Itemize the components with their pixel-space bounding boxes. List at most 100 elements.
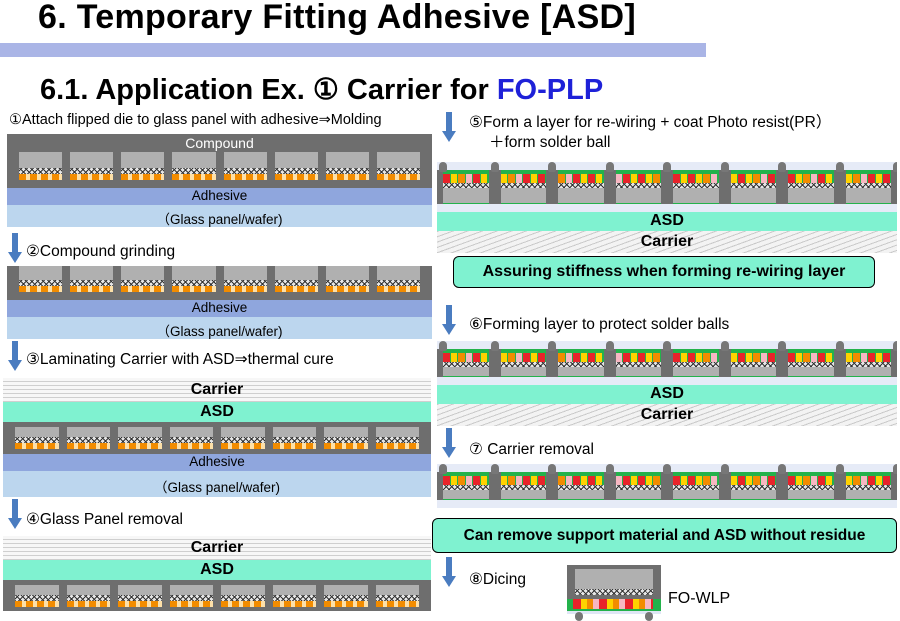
bump-array	[324, 437, 368, 443]
wiring-cell	[450, 353, 458, 362]
compound-gap	[718, 472, 731, 500]
pad-row	[15, 443, 59, 449]
compound-gap	[437, 472, 443, 500]
wiring-cell	[500, 476, 508, 485]
wiring-cell	[500, 174, 508, 183]
wiring-cell	[768, 353, 775, 362]
wiring-cell	[738, 174, 745, 183]
wiring-cell	[580, 353, 588, 362]
wiring-cell	[515, 353, 523, 362]
bump-array	[730, 362, 776, 367]
carrier-layer: Carrier	[3, 378, 431, 402]
wiring-cell	[645, 476, 653, 485]
compound-gap	[891, 472, 897, 500]
die	[375, 427, 419, 437]
wiring-cell	[515, 174, 523, 183]
pad-row	[19, 286, 63, 292]
compound-gap	[546, 472, 558, 500]
die	[169, 585, 213, 595]
wiring-cell	[673, 353, 680, 362]
wiring-cell	[638, 476, 645, 485]
wiring-cell	[573, 476, 580, 485]
wiring-cell	[795, 476, 803, 485]
wiring-cell	[630, 476, 638, 485]
bump-array	[443, 362, 489, 367]
wiring-cell	[825, 353, 833, 362]
pad-row	[274, 174, 318, 180]
compound-gap	[603, 170, 616, 204]
wiring-cell	[480, 353, 488, 362]
wiring-cell	[623, 353, 630, 362]
wiring-cell	[788, 353, 795, 362]
step-1-label: ①Attach flipped die to glass panel with …	[9, 112, 382, 128]
die	[324, 427, 368, 437]
fo-wlp-label: FO-WLP	[668, 590, 731, 607]
wiring-cell	[695, 353, 703, 362]
wiring-cell	[695, 174, 703, 183]
bump-array	[845, 485, 891, 490]
compound-gap	[891, 170, 897, 204]
wiring-cell	[703, 476, 710, 485]
compound-gap	[546, 349, 558, 377]
wiring-cell	[853, 476, 860, 485]
wiring-cell	[630, 174, 638, 183]
subtitle-prefix: 6.1. Application Ex. ① Carrier for	[40, 74, 497, 106]
step-6-label: ⑥Forming layer to protect solder balls	[469, 316, 730, 333]
rewiring-stack	[437, 162, 897, 212]
wiring-cell	[868, 476, 875, 485]
wiring-cell	[810, 174, 818, 183]
bump-array	[558, 183, 604, 188]
bump-array	[375, 437, 419, 443]
wiring-cell	[825, 476, 833, 485]
wiring-cell	[760, 174, 768, 183]
wiring-cell	[845, 353, 853, 362]
wiring-cell	[580, 476, 588, 485]
bump-array	[325, 280, 369, 286]
solder-ball	[663, 341, 671, 351]
arrow-down-icon	[8, 233, 22, 268]
wiring-cell	[465, 476, 473, 485]
solder-ball	[720, 341, 729, 351]
solder-ball	[490, 341, 499, 351]
wiring-cell	[450, 476, 458, 485]
panel-compound	[3, 580, 431, 611]
wiring-cell	[753, 353, 760, 362]
bump-array	[673, 362, 719, 367]
wiring-cell	[853, 353, 860, 362]
compound-gap	[718, 170, 731, 204]
asd-layer: ASD	[437, 212, 897, 231]
glass-label: （Glass panel/wafer)	[156, 324, 283, 339]
wiring-cell	[645, 174, 653, 183]
wiring-cell	[458, 476, 465, 485]
solder-ball	[720, 464, 729, 474]
compound-gap	[661, 472, 673, 500]
pad-row	[172, 286, 216, 292]
asd-label: ASD	[650, 385, 684, 402]
wiring-cell	[538, 476, 545, 485]
glass-panel-layer: （Glass panel/wafer)	[3, 471, 431, 497]
adhesive-label: Adhesive	[191, 300, 248, 315]
die	[673, 183, 719, 203]
wiring-cell	[653, 476, 660, 485]
adhesive-layer: Adhesive	[7, 188, 432, 205]
wiring-cell	[745, 353, 753, 362]
step-7-label: ⑦ Carrier removal	[469, 441, 594, 458]
adhesive-label: Adhesive	[189, 454, 245, 469]
bump-array	[121, 168, 165, 174]
wiring-cell	[703, 353, 710, 362]
asd-label: ASD	[650, 212, 684, 229]
wiring-cell	[515, 476, 523, 485]
pad-row	[272, 601, 316, 607]
bump-array	[376, 280, 420, 286]
bump-array	[730, 485, 776, 490]
bump-array	[500, 362, 546, 367]
carrier-label: Carrier	[640, 233, 694, 250]
die	[615, 183, 661, 203]
residue-callout: Can remove support material and ASD with…	[432, 518, 897, 553]
wiring-cell	[825, 174, 833, 183]
die	[169, 427, 213, 437]
bump-array	[845, 183, 891, 188]
solder-ball	[439, 341, 447, 351]
carrier-layer: Carrier	[3, 536, 431, 560]
bump-array	[15, 595, 59, 601]
